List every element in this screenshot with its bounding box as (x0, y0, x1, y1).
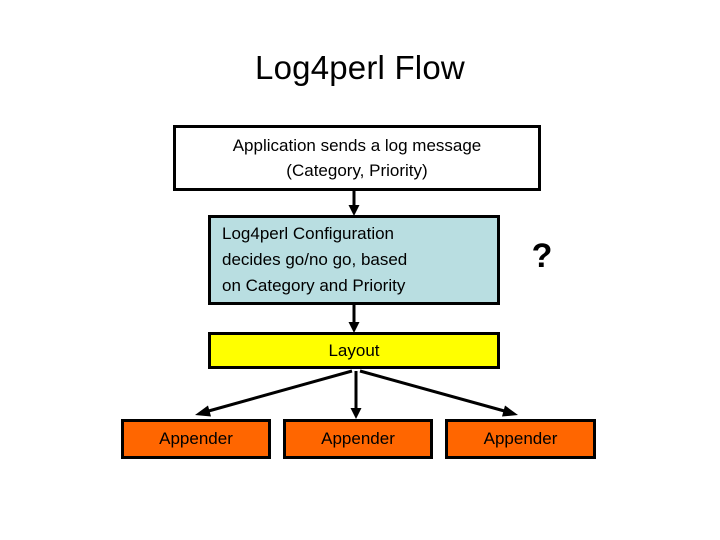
configuration-box-line-3: on Category and Priority (222, 276, 406, 295)
layout-box-label: Layout (328, 340, 380, 360)
application-box-text: Application sends a log message (Categor… (176, 133, 538, 183)
layout-box[interactable]: Layout (208, 332, 500, 369)
edge-layout-to-appender-3 (359, 369, 518, 417)
page-title: Log4perl Flow (255, 49, 465, 86)
edge-application-to-configuration (348, 191, 360, 216)
configuration-box-line-1: Log4perl Configuration (222, 224, 395, 243)
configuration-box[interactable]: Log4perl Configuration decides go/no go,… (208, 215, 500, 305)
question-mark: ? (531, 237, 553, 275)
appender-box-1-label: Appender (159, 429, 233, 448)
application-box-line-2: (Category, Priority) (286, 161, 428, 180)
edge-layout-to-appender-2 (350, 371, 362, 419)
appender-box-3-label: Appender (483, 429, 558, 448)
configuration-box-line-2: decides go/no go, based (222, 250, 408, 269)
application-box-line-1: Application sends a log message (232, 136, 482, 155)
configuration-box-text: Log4perl Configuration decides go/no go,… (211, 221, 497, 299)
application-box[interactable]: Application sends a log message (Categor… (173, 125, 541, 191)
appender-box-1[interactable]: Appender (121, 419, 271, 459)
appender-box-3[interactable]: Appender (445, 419, 596, 459)
appender-box-2[interactable]: Appender (283, 419, 433, 459)
appender-box-2-label: Appender (321, 429, 395, 448)
edge-configuration-to-layout (348, 305, 360, 333)
edge-layout-to-appender-1 (195, 369, 353, 417)
